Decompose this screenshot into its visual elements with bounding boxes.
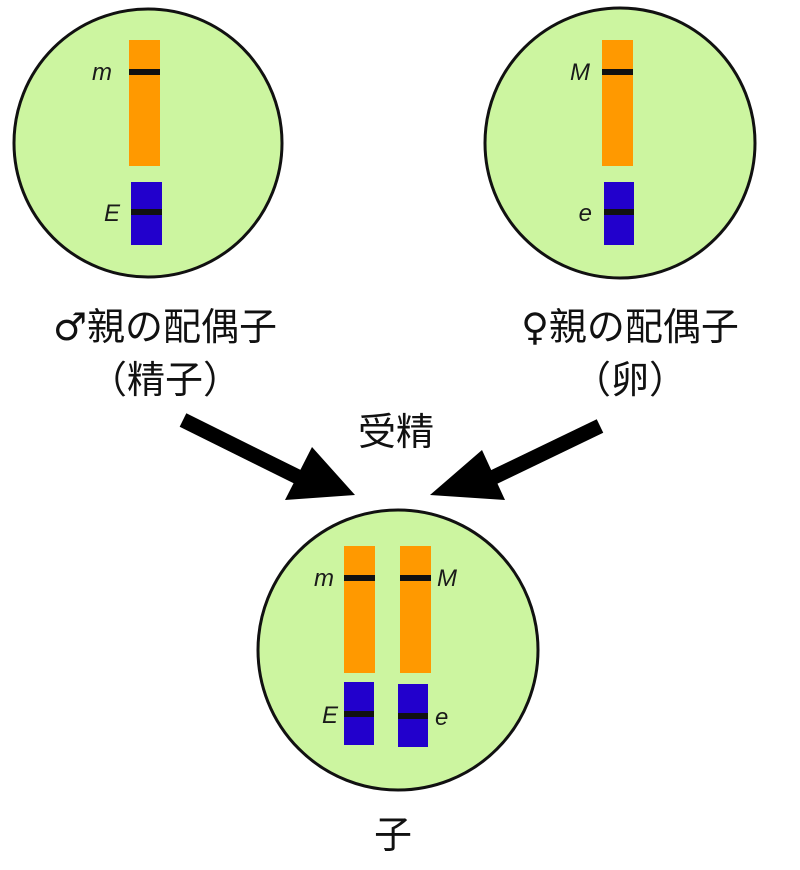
maternal-long-chromosome	[400, 546, 431, 673]
locus-e-band	[131, 209, 162, 215]
locus-m-band	[344, 575, 375, 581]
allele-label-paternal-long: m	[314, 565, 334, 592]
zygote-cell-body	[256, 508, 540, 792]
locus-m-band	[400, 575, 431, 581]
offspring-cell: m M E e	[256, 508, 540, 792]
female-gamete-label: ♀親の配偶子	[521, 305, 739, 349]
locus-m-band	[129, 69, 160, 75]
sperm-label: （精子）	[89, 358, 241, 402]
allele-label-short: E	[104, 200, 121, 227]
allele-label-paternal-short: E	[322, 702, 339, 729]
allele-label-long: m	[92, 59, 112, 86]
long-chromosome	[602, 40, 633, 166]
allele-label-short: e	[579, 200, 592, 227]
egg-label: （卵）	[573, 358, 687, 402]
female-gamete-cell: M e	[483, 6, 757, 280]
locus-e-band	[344, 711, 374, 717]
male-gamete-label: ♂親の配偶子	[53, 305, 277, 349]
male-gamete-cell: m E	[12, 7, 284, 279]
locus-e-band	[398, 713, 428, 719]
arrow-from-sperm-icon	[179, 413, 355, 500]
allele-label-maternal-short: e	[435, 704, 448, 731]
allele-label-long: M	[570, 59, 590, 86]
long-chromosome	[129, 40, 160, 166]
offspring-label: 子	[374, 813, 412, 857]
allele-label-maternal-long: M	[437, 565, 457, 592]
locus-e-band	[604, 209, 634, 215]
paternal-long-chromosome	[344, 546, 375, 673]
locus-m-band	[602, 69, 633, 75]
fertilization-label: 受精	[358, 410, 434, 454]
arrow-from-egg-icon	[430, 419, 604, 500]
